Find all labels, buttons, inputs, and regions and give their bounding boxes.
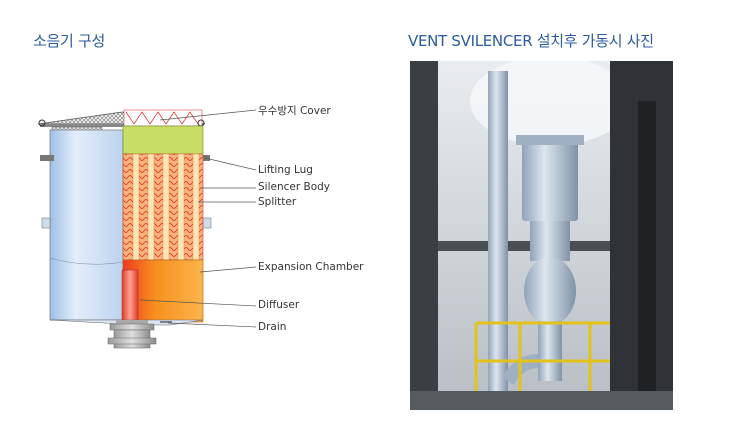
label-diffuser: Diffuser	[258, 299, 300, 311]
label-silencer-body: Silencer Body	[258, 181, 331, 193]
inlet-flange	[107, 323, 157, 349]
splitter-section	[122, 153, 204, 261]
installation-photo	[410, 61, 673, 410]
label-expansion-chamber: Expansion Chamber	[258, 261, 364, 273]
cover-insulation	[122, 125, 204, 155]
label-cover: 우수방지 Cover	[258, 105, 331, 117]
leader-lines	[139, 109, 257, 328]
label-lifting-lug: Lifting Lug	[258, 164, 313, 176]
diffuser-pipe	[121, 269, 139, 327]
label-drain: Drain	[258, 321, 287, 333]
label-splitter: Splitter	[258, 196, 297, 208]
installation-photo-illustration	[410, 61, 673, 410]
left-section-title: 소음기 구성	[33, 32, 105, 50]
shell-body	[49, 129, 124, 321]
right-section-title: VENT SVILENCER 설치후 가동시 사진	[408, 32, 654, 50]
